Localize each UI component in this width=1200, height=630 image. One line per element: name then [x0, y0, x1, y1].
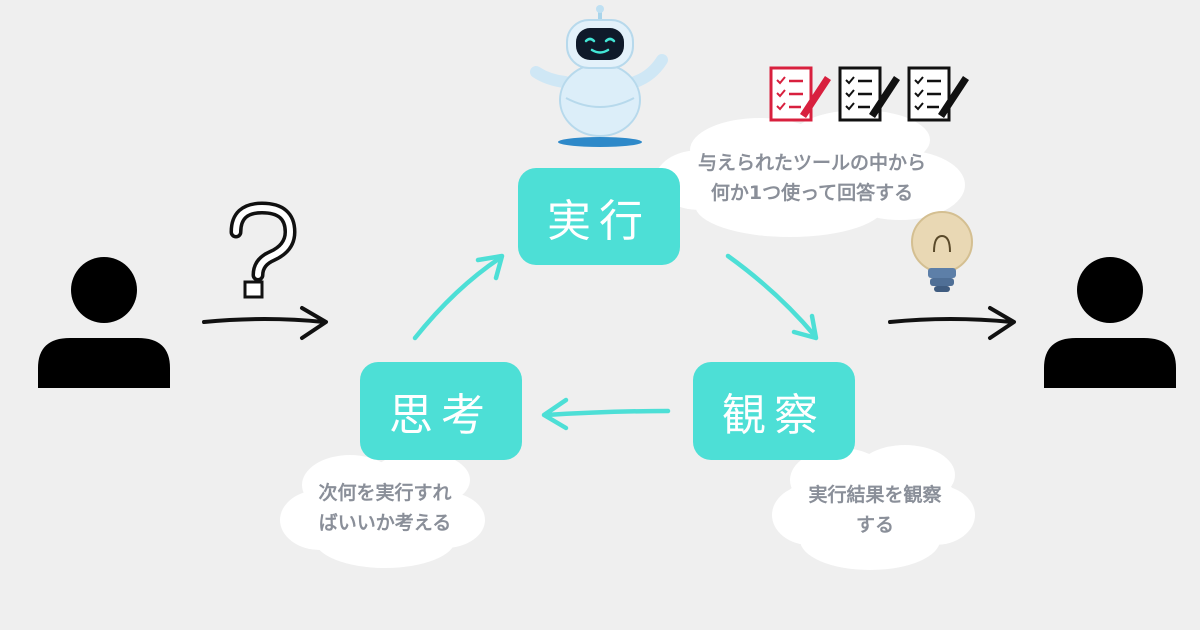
user-icon	[1044, 257, 1176, 388]
note-execute: 与えられたツールの中から 何か1つ使って回答する	[672, 148, 952, 208]
output-arrow	[888, 306, 1016, 340]
node-execute: 実行	[518, 168, 680, 265]
cloud-observe-note	[772, 445, 975, 570]
checklist-icon	[907, 66, 969, 122]
checklist-icon	[769, 66, 831, 122]
cycle-arrow-observe-to-think	[541, 397, 671, 431]
question-mark-icon	[229, 201, 297, 299]
node-observe-label: 観察	[722, 390, 826, 441]
robot-icon	[530, 5, 668, 147]
note-execute-line-2: 何か1つ使って回答する	[710, 182, 914, 204]
note-observe: 実行結果を観察 する	[780, 480, 970, 540]
note-think-line-1: 次何を実行すれ	[318, 482, 452, 504]
note-think: 次何を実行すれ ばいいか考える	[295, 478, 475, 538]
node-execute-label: 実行	[547, 195, 651, 247]
note-think-line-2: ばいいか考える	[318, 512, 452, 534]
user-icon	[38, 257, 170, 388]
cycle-arrow-execute-to-observe	[725, 253, 819, 341]
input-arrow	[202, 306, 328, 340]
checklist-icon	[838, 66, 900, 122]
note-observe-line-1: 実行結果を観察	[808, 484, 942, 506]
node-think: 思考	[360, 362, 522, 460]
cycle-arrow-think-to-execute	[412, 253, 505, 341]
note-execute-line-1: 与えられたツールの中から	[697, 152, 926, 174]
note-observe-line-2: する	[855, 514, 894, 536]
node-observe: 観察	[693, 362, 855, 460]
node-think-label: 思考	[389, 390, 493, 441]
lightbulb-icon	[911, 211, 973, 292]
cloud-think-note	[280, 452, 485, 568]
